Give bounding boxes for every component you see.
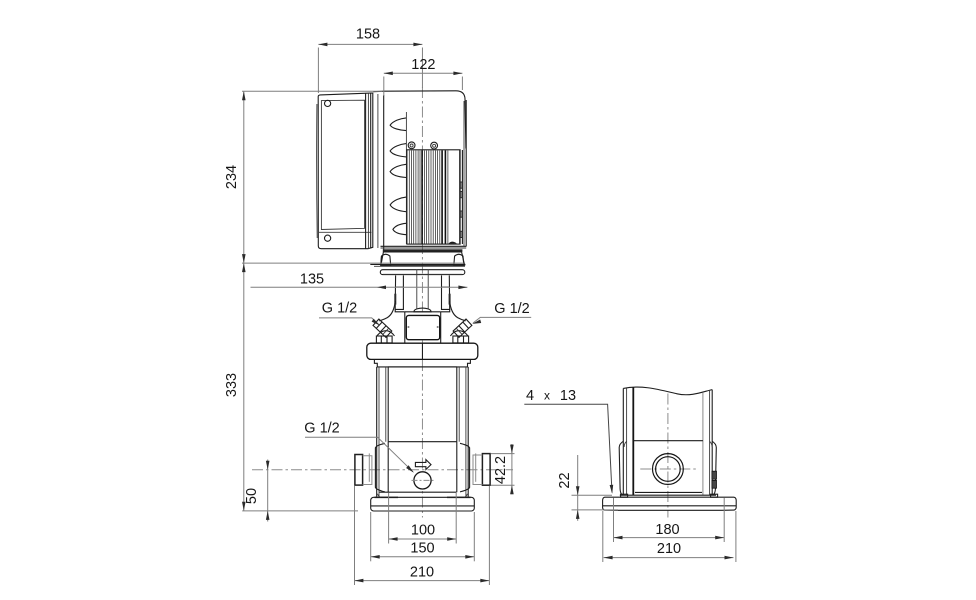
svg-text:135: 135 — [300, 271, 324, 287]
svg-text:22: 22 — [557, 472, 573, 488]
svg-text:G 1/2: G 1/2 — [494, 301, 529, 317]
svg-text:4: 4 — [526, 388, 534, 404]
svg-text:333: 333 — [224, 373, 240, 397]
svg-text:G 1/2: G 1/2 — [322, 301, 357, 317]
svg-text:G 1/2: G 1/2 — [304, 421, 339, 437]
svg-text:210: 210 — [657, 541, 681, 557]
svg-text:13: 13 — [560, 388, 576, 404]
svg-text:42.2: 42.2 — [493, 456, 509, 484]
svg-text:x: x — [544, 388, 550, 402]
svg-text:150: 150 — [410, 541, 434, 557]
svg-text:158: 158 — [356, 27, 380, 43]
svg-text:122: 122 — [411, 57, 435, 73]
svg-text:180: 180 — [655, 522, 679, 538]
svg-text:50: 50 — [244, 488, 260, 504]
svg-text:234: 234 — [224, 165, 240, 189]
svg-text:210: 210 — [410, 565, 434, 581]
svg-text:100: 100 — [411, 523, 435, 539]
